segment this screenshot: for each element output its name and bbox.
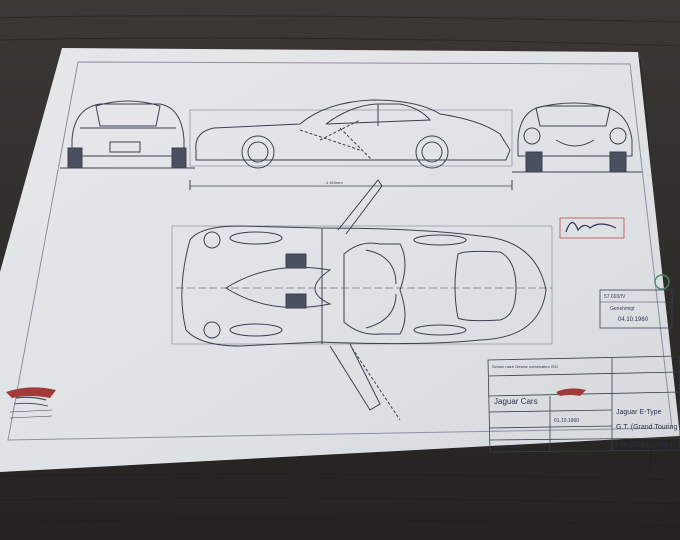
- front-view-drawing: [512, 102, 642, 173]
- title-block-logo: [556, 388, 586, 396]
- jaguar-logo: [6, 387, 56, 419]
- dimension-label: 4 453mm: [326, 180, 343, 185]
- title-block-note: Schutz nach Gesetz vorbehalten ISO: [492, 364, 558, 369]
- approved-label: Geprüft durch: [494, 444, 518, 449]
- blueprint-paper: [0, 48, 680, 472]
- drawing-number: Z.Nr. 57.693-IV/6-1: [614, 442, 674, 449]
- side-view-drawing: [189, 99, 513, 190]
- company-name: Jaguar Cars: [494, 397, 538, 406]
- title-block-frame: [487, 355, 680, 453]
- stamp-date: 04.10.1960: [618, 317, 649, 323]
- plan-view-drawing: [171, 179, 553, 421]
- stamp-ref: 57.693/IV: [604, 294, 626, 300]
- rear-view-drawing: [60, 100, 195, 169]
- model-title: Jaguar E-Type: [616, 409, 662, 416]
- approval-signature: [559, 217, 625, 239]
- drawing-border: [7, 61, 673, 441]
- drawing-date: 01.10.1960: [554, 418, 579, 424]
- stamp-label: Genehmigt: [610, 306, 635, 312]
- approval-stamp: [599, 274, 673, 329]
- model-subtitle: G.T. (Grand Touring: [616, 424, 677, 431]
